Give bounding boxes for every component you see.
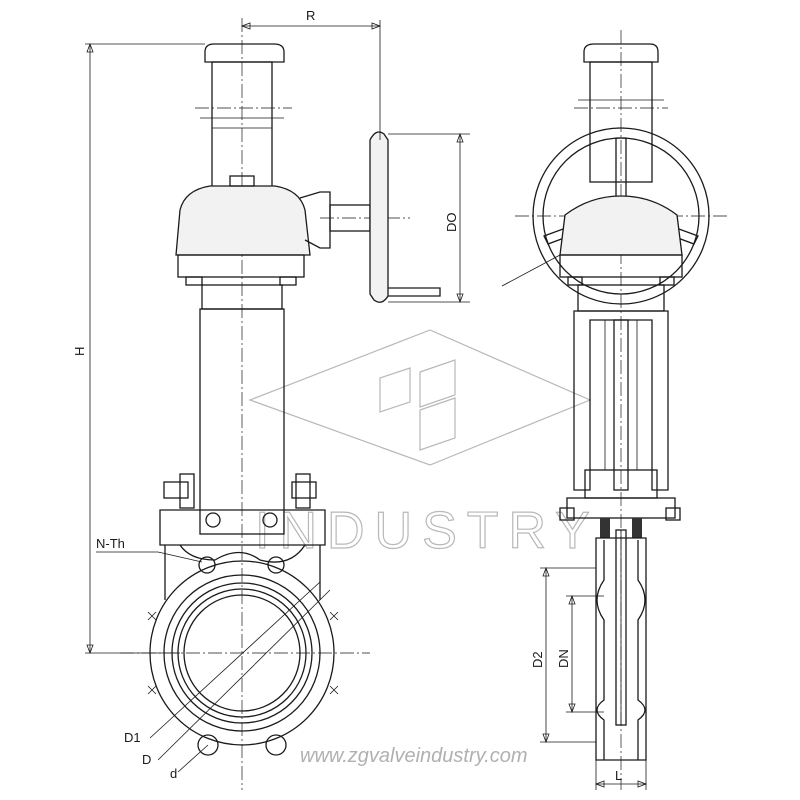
label-R: R (306, 8, 315, 23)
stem-protector (211, 61, 273, 191)
gearbox-body (175, 185, 311, 256)
bolt-stud-1 (179, 473, 195, 509)
gearbox-base (177, 254, 305, 278)
side-bolt-r (665, 507, 681, 521)
label-L: L (615, 768, 622, 783)
bolt-stud-2 (295, 473, 311, 509)
side-packing-left (600, 518, 610, 538)
bolt-head-2 (291, 481, 317, 499)
side-stem-protector (589, 61, 653, 183)
label-D: D (142, 752, 151, 767)
packing-bolts (163, 473, 317, 509)
yoke-nut-left (205, 512, 221, 528)
valve-body-ears (164, 544, 321, 600)
watermark-word: INDUSTRY (255, 502, 600, 560)
side-view: D2 DN L (501, 30, 728, 790)
side-gearbox-base (559, 254, 683, 278)
side-packing-right (632, 518, 642, 538)
label-D2: D2 (530, 651, 545, 668)
label-H: H (72, 347, 87, 356)
stem-cap (204, 43, 285, 63)
leader-NTh (157, 551, 203, 563)
watermark-url: www.zgvalveindustry.com (300, 745, 527, 767)
label-DN: DN (556, 649, 571, 668)
dim-DN-arrows (568, 594, 576, 714)
side-leader (501, 254, 561, 287)
side-base-bolt-1 (567, 276, 583, 286)
yoke-tube (199, 308, 285, 535)
dim-L-arrows (594, 780, 648, 788)
bolt-head-1 (163, 481, 189, 499)
label-NTh: N-Th (96, 536, 125, 551)
label-d: d (170, 766, 177, 781)
front-view: R DO H N-Th D1 D d (72, 8, 470, 790)
side-stem-cap (583, 43, 659, 63)
side-body-inner (596, 540, 646, 760)
leader-D (157, 589, 331, 761)
label-DO: DO (444, 213, 459, 233)
dim-R-arrows (240, 22, 382, 30)
valve-body-upper (159, 509, 326, 546)
dim-DO-arrows (456, 132, 464, 304)
watermark-logo-mark (379, 359, 456, 451)
base-bolt-left (185, 276, 203, 286)
watermark: INDUSTRY www.zgvalveindustry.com (248, 329, 600, 767)
gearbox-top-nut (229, 175, 255, 187)
leader-d (177, 744, 209, 773)
bottom-bolt-hole (197, 734, 219, 756)
side-stem (613, 319, 629, 491)
base-bolt-right (279, 276, 297, 286)
bolt-markers (147, 611, 339, 695)
label-D1: D1 (124, 730, 141, 745)
side-base-bolt-2 (659, 276, 675, 286)
dim-D2-arrows (542, 566, 550, 744)
side-gearbox (559, 195, 683, 256)
bottom-bolt-hole-2 (265, 734, 287, 756)
yoke-nut-right (262, 512, 278, 528)
handwheel-side (369, 131, 389, 303)
handwheel-handle (388, 287, 441, 297)
side-bolt-l (559, 507, 575, 521)
dim-H-arrows (86, 42, 94, 655)
leader-D1 (149, 581, 321, 739)
